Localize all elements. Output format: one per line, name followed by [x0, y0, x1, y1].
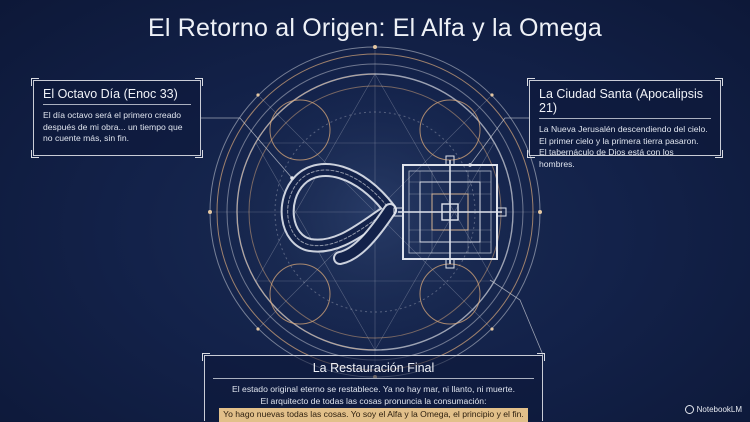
restauracion-final-divider: [213, 378, 534, 379]
octavo-dia-text: El día octavo será el primero creado des…: [43, 110, 183, 143]
restauracion-final-panel: La Restauración Final El estado original…: [202, 353, 545, 422]
restauracion-line: El arquitecto de todas las cosas pronunc…: [260, 395, 487, 406]
ciudad-santa-panel: La Ciudad Santa (Apocalipsis 21) La Nuev…: [527, 78, 723, 169]
notebooklm-watermark: NotebookLM: [684, 405, 742, 414]
ciudad-santa-heading: La Ciudad Santa (Apocalipsis 21): [539, 87, 703, 115]
octavo-dia-divider: [43, 104, 191, 105]
ciudad-santa-line: La Nueva Jerusalén descendiendo del ciel…: [539, 124, 708, 134]
octavo-dia-panel: El Octavo Día (Enoc 33) El día octavo se…: [31, 78, 203, 158]
alfa-omega-quote: Yo hago nuevas todas las cosas. Yo soy e…: [219, 408, 528, 422]
notebooklm-logo-icon: [684, 405, 694, 414]
ciudad-santa-line: El tabernáculo de Dios está con los homb…: [539, 147, 674, 169]
restauracion-final-heading: La Restauración Final: [312, 361, 435, 375]
ciudad-santa-divider: [539, 118, 711, 119]
restauracion-line: El estado original eterno se restablece.…: [232, 384, 515, 394]
ciudad-santa-line: El primer cielo y la primera tierra pasa…: [539, 135, 699, 146]
octavo-dia-heading: El Octavo Día (Enoc 33): [43, 87, 178, 101]
watermark-label: NotebookLM: [696, 405, 742, 414]
page-title: El Retorno al Origen: El Alfa y la Omega: [147, 14, 603, 42]
